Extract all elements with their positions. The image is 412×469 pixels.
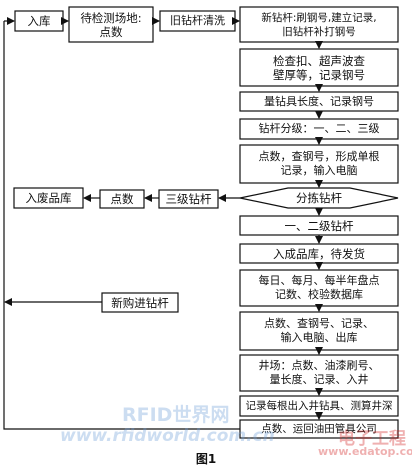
node-panshu: 每日、每月、每半年盘点 记数、校验数据库 [258, 274, 380, 301]
node-chengpin: 入成品库，待发货 [273, 246, 365, 261]
node-xinzuan: 新钻杆:刷钢号,建立记录, 旧钻杆补打钢号 [261, 11, 377, 38]
node-yierji: 一、二级钻杆 [284, 218, 354, 233]
node-xingou: 新购进钻杆 [111, 295, 169, 310]
node-jiancha: 检查扣、超声波查 壁厚等，记录钢号 [273, 53, 365, 82]
node-sanji: 三级钻杆 [165, 192, 212, 206]
node-fenjian: 分拣钻杆 [296, 191, 342, 205]
node-jingchang: 井场：点数、油漆刷号、 量长度、记录、入井 [258, 359, 380, 386]
watermark-eda-url: www.edatop.com [318, 445, 412, 458]
node-yunhui: 点数、运回油田管具公司 [261, 423, 377, 435]
node-liang: 量钻具长度、记录钢号 [264, 94, 374, 108]
node-dianshu: 点数，查钢号，形成单根 记录，输入电脑 [258, 150, 380, 177]
node-qingxi: 旧钻杆清洗 [170, 14, 225, 27]
node-ruku: 入库 [27, 14, 51, 28]
node-chuku: 点数、查钢号、记录、 输入电脑、出库 [264, 317, 374, 344]
watermark-rfid-title: RFID世界网 [122, 404, 230, 426]
watermark-rfid-url: www.rfidworld.com.cn [60, 426, 275, 446]
node-feipin: 入废品库 [25, 191, 72, 205]
loop-return-line [3, 21, 240, 430]
node-jilu: 记录每根出入井钻具、测算井深 [245, 400, 393, 412]
node-dianshu2: 点数 [110, 192, 134, 206]
node-daijian: 待检测场地: 点数 [80, 10, 142, 39]
node-fenji: 钻杆分级：一、二、三级 [258, 122, 380, 135]
diamond-fenjian [239, 187, 399, 209]
watermark-eda-title: 电子工程 [338, 429, 406, 449]
figure-caption: 图1 [195, 452, 217, 466]
